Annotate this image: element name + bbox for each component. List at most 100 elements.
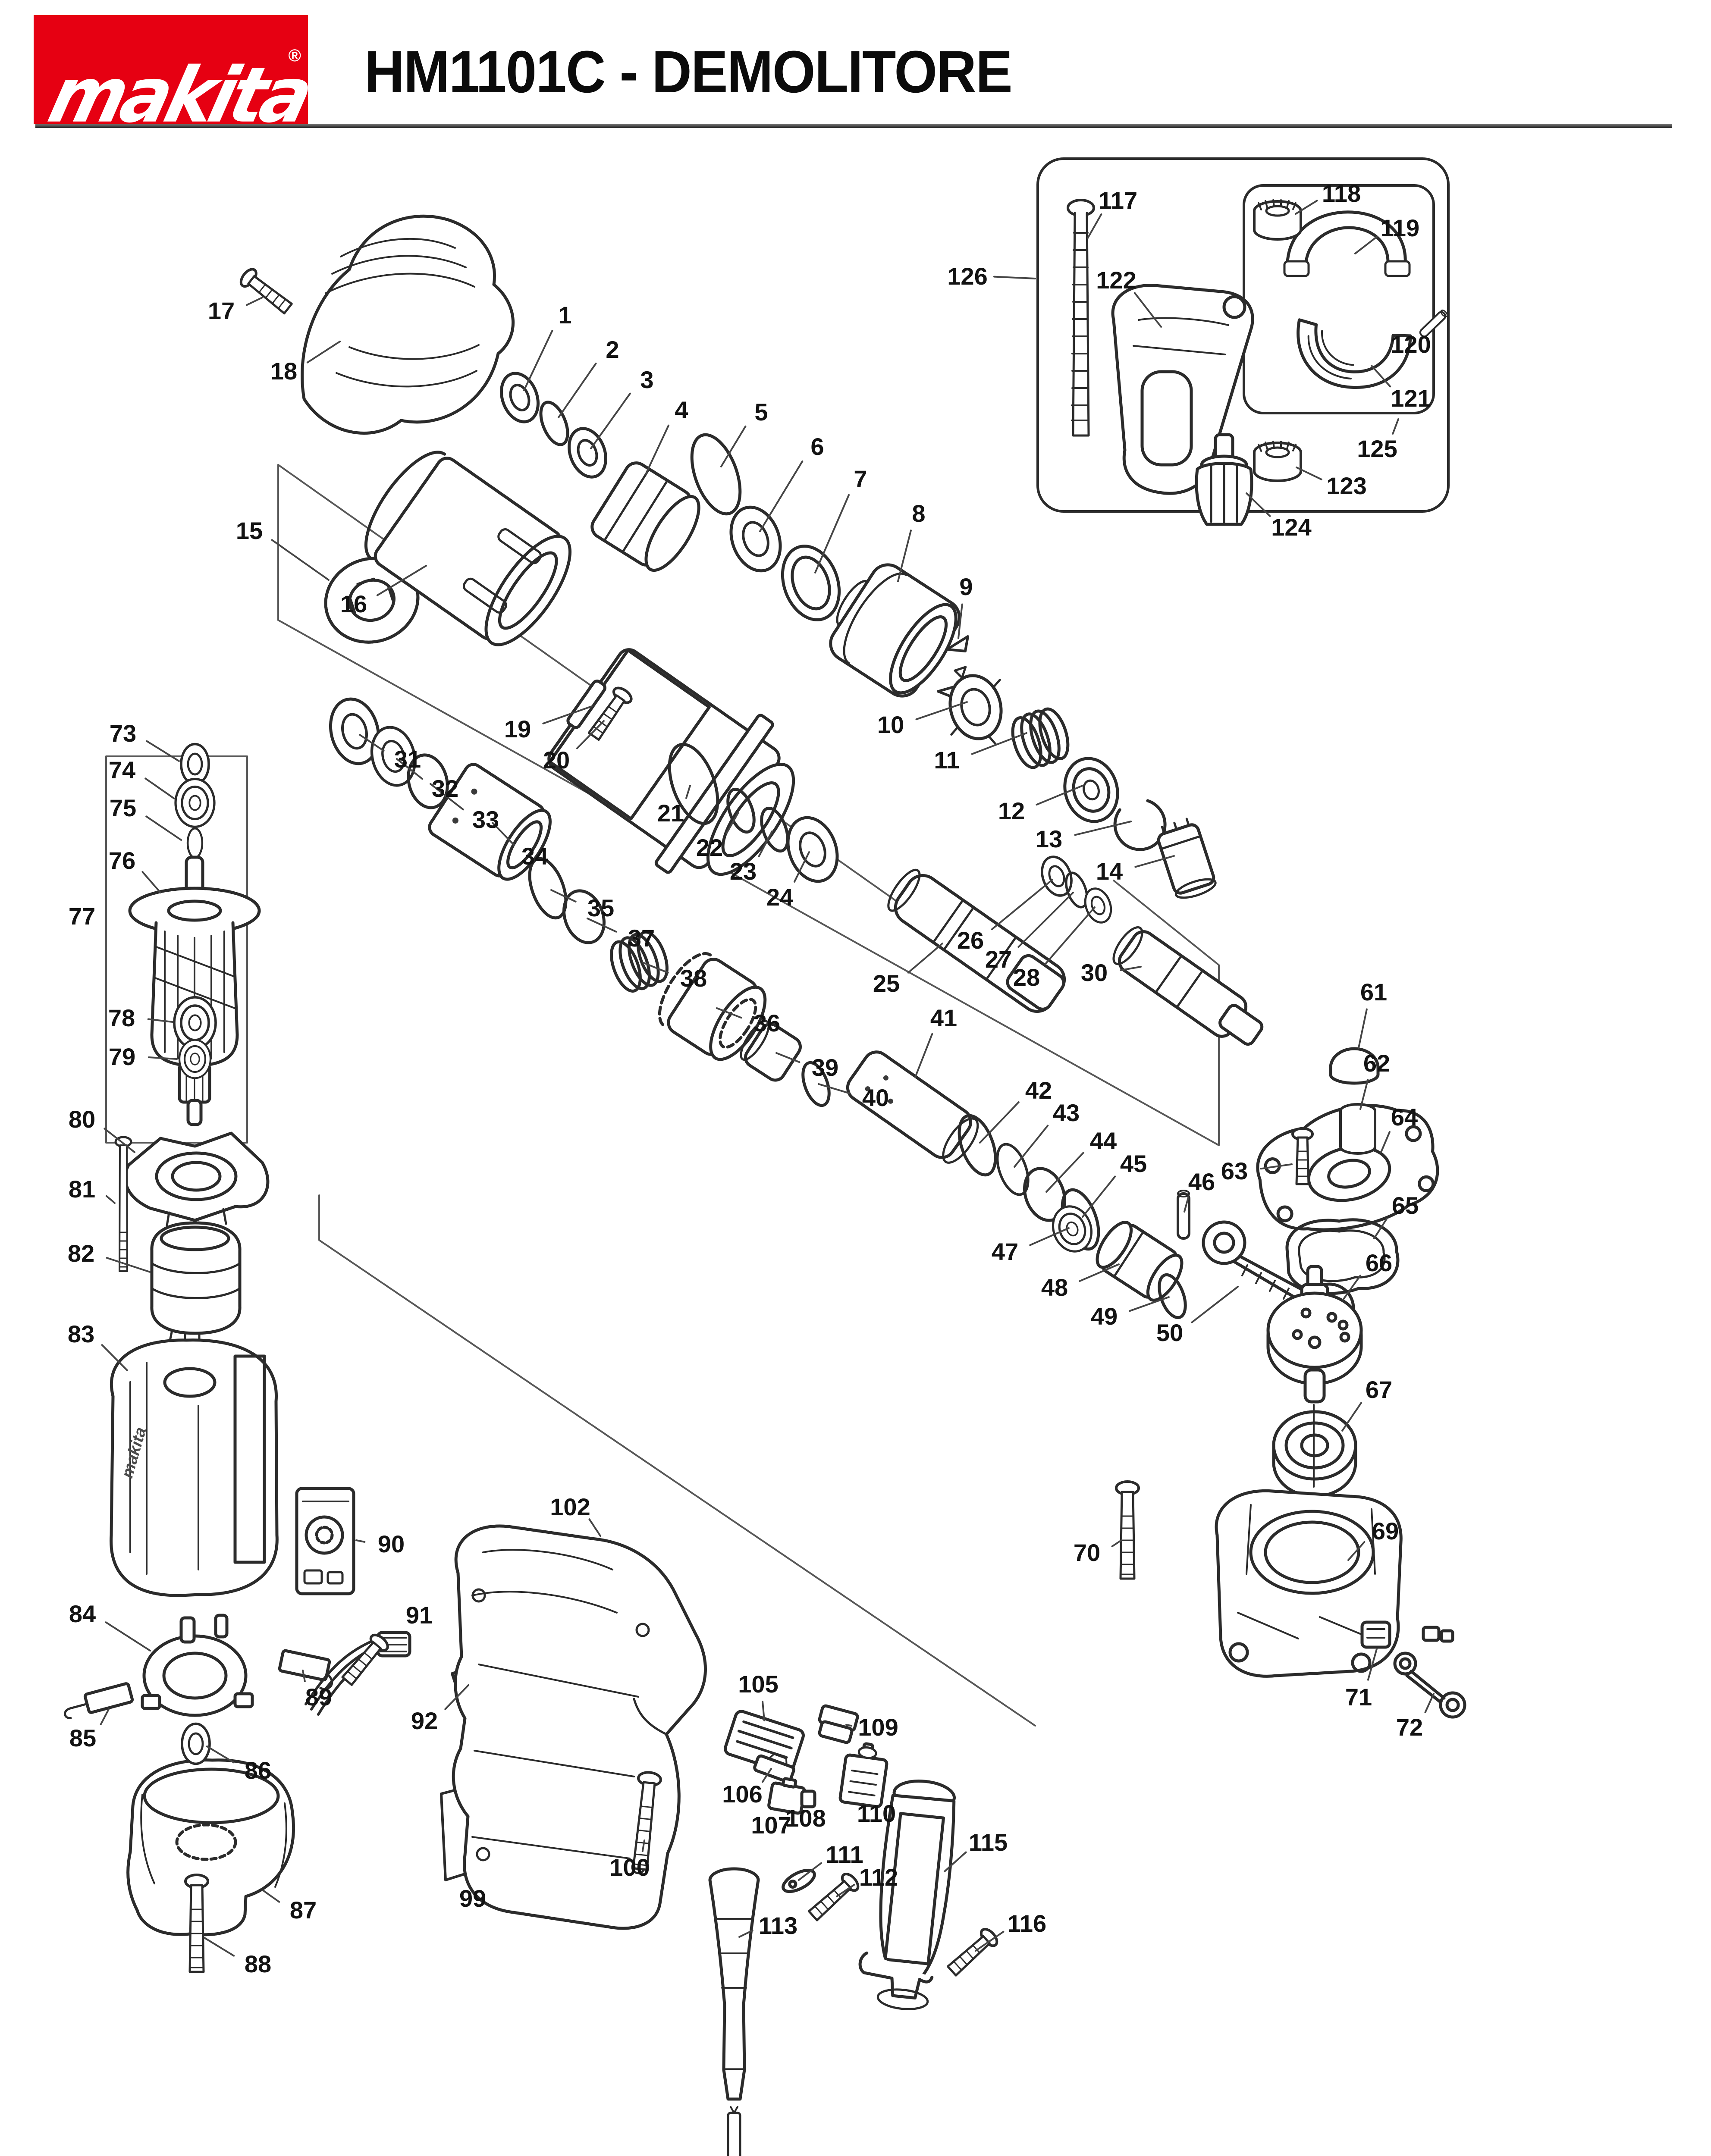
part-label-118: 118 (1322, 180, 1361, 207)
part-label-109: 109 (858, 1714, 898, 1741)
part-leader-82 (106, 1257, 151, 1273)
part-leader-8 (897, 530, 912, 582)
part-label-10: 10 (877, 711, 904, 738)
part-label-107: 107 (751, 1811, 791, 1839)
bearingG-glyph (176, 779, 214, 827)
part-label-91: 91 (406, 1601, 433, 1629)
part-leader-43 (1014, 1125, 1049, 1168)
part-19-drawing (547, 648, 795, 876)
part-label-81: 81 (69, 1175, 95, 1203)
part-36-drawing (658, 952, 767, 1061)
part-label-76: 76 (109, 847, 135, 874)
part-label-123: 123 (1326, 472, 1366, 499)
part-25-drawing (887, 868, 1066, 1013)
part-106-drawing (753, 1753, 795, 1783)
part-label-35: 35 (587, 894, 614, 921)
part-label-120: 120 (1391, 331, 1431, 358)
part-leader-26 (991, 879, 1053, 931)
part-leader-2 (558, 362, 597, 418)
part-leader-100 (641, 1839, 645, 1852)
part-leader-37 (587, 918, 617, 933)
part-label-82: 82 (68, 1240, 94, 1267)
part-label-110: 110 (857, 1800, 896, 1827)
part-leader-35 (550, 889, 577, 903)
part-leader-62 (1359, 1079, 1369, 1110)
part-label-13: 13 (1036, 825, 1062, 852)
part-leader-33 (430, 783, 464, 811)
part-label-99: 99 (459, 1885, 486, 1912)
part-leader-112 (836, 1883, 855, 1897)
part-leader-88 (204, 1937, 235, 1957)
part-leader-125 (1392, 418, 1399, 435)
part-leader-45 (1082, 1175, 1116, 1218)
part-16-drawing (364, 451, 572, 646)
part-leader-34 (492, 822, 515, 846)
part-leader-71 (1367, 1648, 1378, 1681)
screwM-glyph (1116, 1482, 1139, 1579)
part-107-drawing (767, 1777, 806, 1815)
part-leader-19 (542, 705, 593, 724)
part-leader-74 (144, 777, 175, 799)
part-label-80: 80 (69, 1106, 95, 1133)
part-label-92: 92 (411, 1707, 438, 1734)
part-7-drawing (781, 545, 841, 621)
part-leader-22 (725, 812, 739, 834)
part-label-79: 79 (109, 1043, 135, 1070)
part-leader-126 (993, 276, 1036, 279)
part-leader-92 (444, 1684, 469, 1710)
part-leader-116 (975, 1930, 1005, 1952)
part-leader-63 (1260, 1163, 1293, 1170)
washerM-glyph (779, 811, 845, 888)
part-label-100: 100 (609, 1854, 650, 1881)
part-label-36: 36 (753, 1009, 780, 1037)
part-label-25: 25 (873, 970, 900, 997)
part-leader-78 (147, 1018, 173, 1023)
part-label-116: 116 (1008, 1910, 1046, 1937)
part-leader-9 (958, 603, 963, 639)
part-89-drawing (278, 1649, 333, 1690)
part-label-121: 121 (1391, 385, 1431, 412)
part-label-65: 65 (1392, 1192, 1419, 1219)
part-leader-11 (971, 732, 1027, 755)
part-leader-89 (302, 1670, 306, 1683)
part-leader-13 (1074, 821, 1132, 836)
part-label-32: 32 (432, 775, 458, 802)
part-label-46: 46 (1188, 1168, 1215, 1195)
part-label-42: 42 (1025, 1077, 1052, 1104)
part-label-17: 17 (208, 297, 235, 324)
part-leader-61 (1358, 1008, 1368, 1049)
part-leader-4 (645, 424, 669, 475)
part-leader-28 (1044, 906, 1096, 965)
part-label-37: 37 (628, 924, 655, 952)
part-label-70: 70 (1074, 1539, 1100, 1566)
part-leader-87 (262, 1890, 280, 1903)
part-label-27: 27 (985, 946, 1012, 973)
part-90-drawing (295, 1487, 355, 1595)
part-label-108: 108 (785, 1805, 826, 1832)
oringS-glyph (1154, 1271, 1190, 1321)
part-label-41: 41 (930, 1004, 957, 1031)
part-label-115: 115 (969, 1829, 1008, 1856)
part-34-drawing (428, 763, 552, 881)
part-label-40: 40 (862, 1084, 889, 1111)
part-leader-40 (818, 1083, 851, 1094)
part-leader-17 (246, 297, 263, 306)
part-72-drawing (1393, 1626, 1466, 1719)
part-leader-1 (523, 329, 553, 391)
part-label-24: 24 (766, 884, 793, 911)
part-leader-109 (845, 1724, 853, 1727)
part-label-12: 12 (998, 797, 1025, 824)
nutK-glyph (1254, 200, 1301, 239)
part-leader-79 (148, 1056, 178, 1060)
part-leader-44 (1045, 1152, 1084, 1193)
part-4-drawing (590, 461, 700, 572)
part-label-125: 125 (1357, 435, 1397, 462)
screwS-glyph (339, 1632, 390, 1687)
part-66-drawing (1266, 1265, 1363, 1404)
part-leader-36 (716, 1007, 742, 1019)
part-label-9: 9 (959, 573, 973, 600)
part-label-113: 113 (759, 1912, 797, 1939)
part-label-84: 84 (69, 1600, 96, 1627)
part-102-drawing (452, 1524, 707, 1930)
part-leader-86 (206, 1745, 235, 1764)
